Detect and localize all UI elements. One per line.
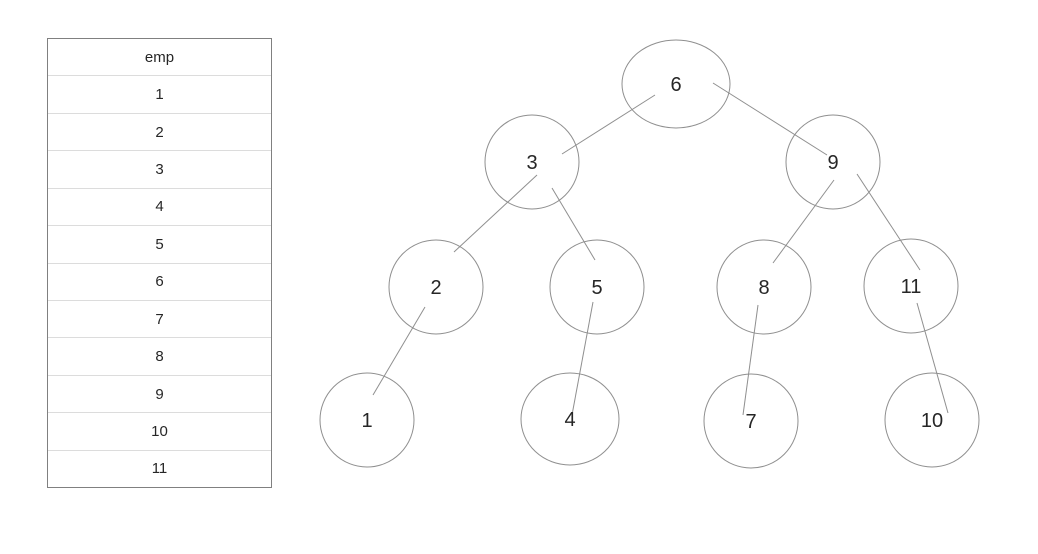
tree-edge-9-8	[772, 179, 835, 264]
tree-edge-5-4	[571, 301, 594, 416]
table-row: 11	[48, 449, 271, 488]
node-label: 8	[758, 277, 769, 299]
node-circle	[703, 373, 799, 469]
tree-edge-8-7	[742, 304, 759, 416]
table-header-cell: emp	[48, 39, 271, 76]
tree-edge-6-3	[561, 94, 656, 155]
node-circle	[863, 238, 959, 334]
node-circle	[716, 239, 812, 335]
tree-edge-6-9	[712, 82, 828, 156]
node-label: 9	[827, 152, 838, 174]
node-label: 11	[901, 276, 922, 298]
table-row: 10	[48, 412, 271, 450]
node-circle	[785, 114, 881, 210]
node-label: 10	[921, 410, 943, 432]
tree-node-11: 11	[863, 238, 959, 334]
table-row: 8	[48, 337, 271, 375]
tree-node-4: 4	[520, 372, 620, 466]
node-circle	[549, 239, 645, 335]
tree-node-1: 1	[319, 372, 415, 468]
node-circle	[621, 39, 731, 129]
node-circle	[884, 372, 980, 468]
node-label: 7	[745, 411, 756, 433]
table-row: 9	[48, 374, 271, 413]
tree-edge-3-2	[453, 174, 538, 253]
node-circle	[484, 114, 580, 210]
node-circle	[319, 372, 415, 468]
node-label: 5	[591, 277, 602, 299]
tree-node-5: 5	[549, 239, 645, 335]
node-label: 6	[670, 74, 681, 96]
tree-node-6: 6	[621, 39, 731, 129]
table-row: 3	[48, 150, 271, 188]
tree-node-9: 9	[785, 114, 881, 210]
node-label: 4	[564, 409, 575, 431]
tree-edge-3-5	[551, 187, 596, 261]
node-label: 1	[361, 410, 372, 432]
tree-edge-9-11	[856, 173, 921, 271]
tree-node-2: 2	[388, 239, 484, 335]
tree-node-10: 10	[884, 372, 980, 468]
table-row: 1	[48, 75, 271, 113]
tree-node-3: 3	[484, 114, 580, 210]
tree-edge-11-10	[916, 302, 949, 414]
tree-node-7: 7	[703, 373, 799, 469]
tree-edge-2-1	[372, 306, 426, 396]
table-row: 7	[48, 299, 271, 338]
node-label: 3	[526, 152, 537, 174]
table-row: 5	[48, 225, 271, 263]
table-row: 2	[48, 112, 271, 151]
tree-node-8: 8	[716, 239, 812, 335]
node-circle	[520, 372, 620, 466]
node-label: 2	[430, 277, 441, 299]
table-row: 4	[48, 187, 271, 226]
table-row: 6	[48, 262, 271, 300]
node-circle	[388, 239, 484, 335]
